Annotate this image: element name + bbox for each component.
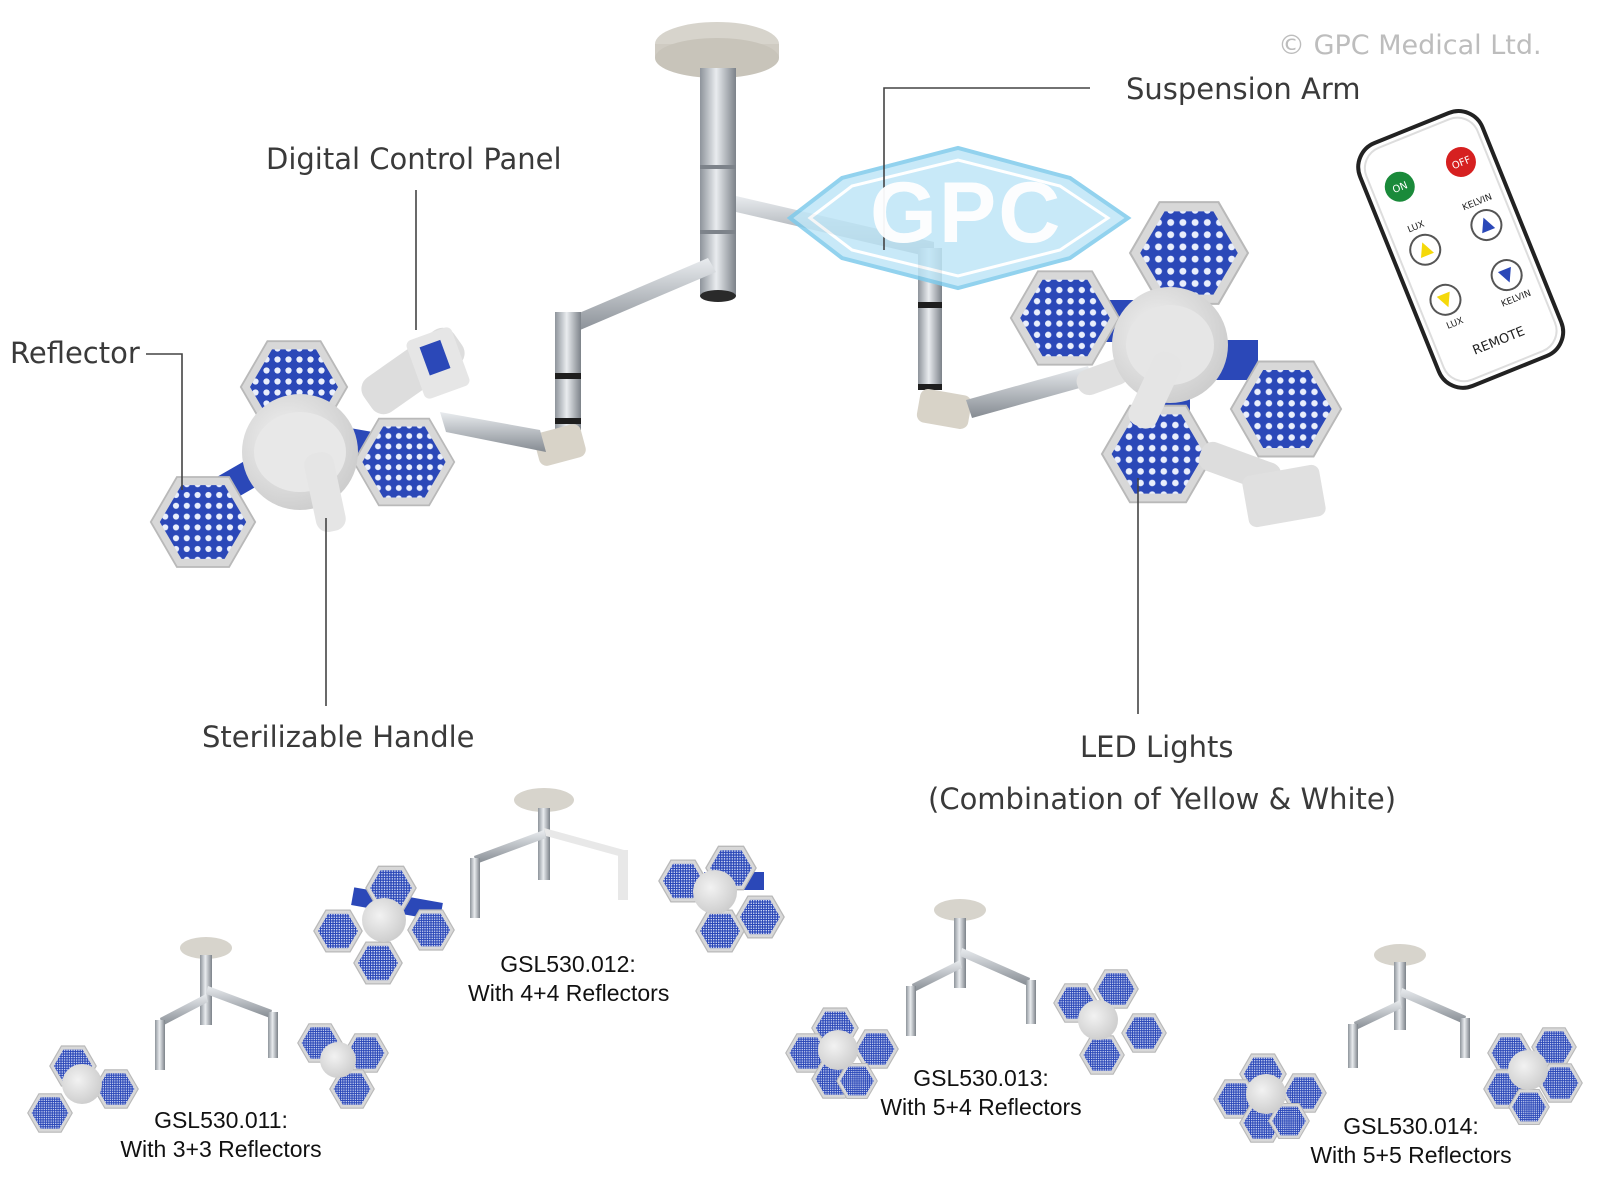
model-011-label: GSL530.011: With 3+3 Reflectors (96, 1106, 346, 1164)
model-code: GSL530.011: (154, 1107, 288, 1133)
hexagon-reflector-icon (1100, 404, 1216, 504)
model-014-lamp (1213, 944, 1583, 1143)
gpc-watermark (786, 145, 1132, 291)
main-lamp (149, 22, 1343, 569)
remote-control-icon: ON OFF LUX KELVIN LUX KELVIN REMOTE (1356, 109, 1566, 390)
callout-suspension-arm: Suspension Arm (1126, 72, 1361, 106)
model-014-label: GSL530.014: With 5+5 Reflectors (1286, 1112, 1536, 1170)
remote-on-label: ON (1391, 180, 1409, 196)
central-pole (700, 68, 736, 296)
model-013-label: GSL530.013: With 5+4 Reflectors (856, 1064, 1106, 1122)
model-013-lamp (785, 899, 1167, 1100)
model-011-lamp (27, 937, 389, 1133)
model-code: GSL530.013: (913, 1065, 1049, 1091)
left-lamp-head (149, 327, 470, 569)
copyright: © GPC Medical Ltd. (1278, 30, 1542, 61)
callout-digital-control-panel: Digital Control Panel (266, 142, 562, 176)
callout-reflector: Reflector (10, 336, 140, 370)
hexagon-reflector-icon (1128, 201, 1250, 305)
sterilizable-handle (304, 451, 346, 533)
model-description: With 3+3 Reflectors (120, 1136, 322, 1162)
remote-on-button (1384, 171, 1415, 202)
callout-led-lights: LED Lights (1080, 730, 1234, 764)
model-012-lamp (313, 788, 785, 985)
watermark-text: GPC (870, 165, 1063, 261)
hexagon-reflector-icon (1009, 270, 1121, 366)
right-lamp-head (1009, 201, 1343, 528)
callout-sterilizable-handle: Sterilizable Handle (202, 720, 475, 754)
model-012-label: GSL530.012: With 4+4 Reflectors (468, 950, 670, 1008)
leader-lines (146, 87, 1139, 714)
model-description: With 5+4 Reflectors (880, 1094, 1082, 1120)
remote-off-button (1445, 146, 1476, 177)
model-code: GSL530.012: (500, 951, 636, 977)
callout-led-lights-note: (Combination of Yellow & White) (928, 782, 1397, 816)
model-code: GSL530.014: (1343, 1113, 1479, 1139)
model-description: With 4+4 Reflectors (468, 980, 670, 1006)
model-description: With 5+5 Reflectors (1310, 1142, 1512, 1168)
